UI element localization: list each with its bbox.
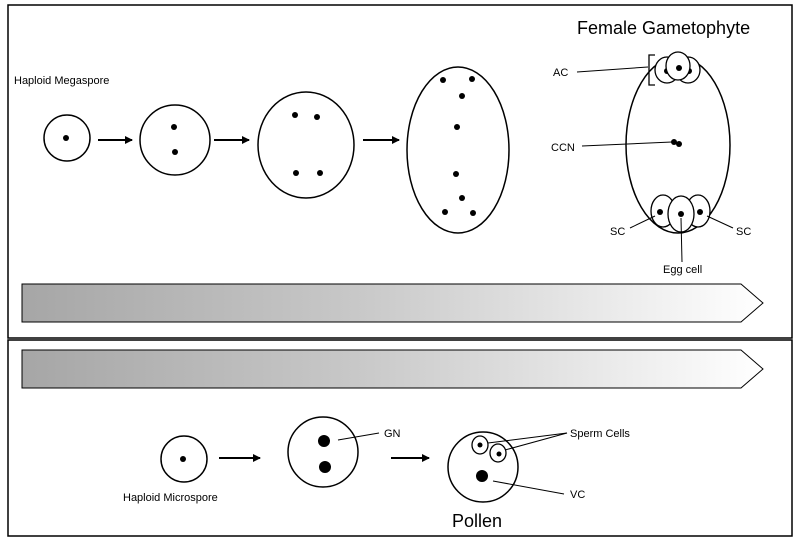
male-panel <box>7 339 793 537</box>
two-nucleate-cell <box>139 104 211 176</box>
vc-label: VC <box>570 489 585 501</box>
sperm-leader-1 <box>487 432 568 444</box>
mature-pollen <box>447 431 519 503</box>
nucleus-dot <box>453 171 459 177</box>
ccn-leader <box>581 141 673 147</box>
megaspore-label: Haploid Megaspore <box>14 75 109 87</box>
megaspore-cell <box>43 114 91 162</box>
bicellular-pollen <box>287 416 359 488</box>
sperm-cells-label: Sperm Cells <box>570 428 630 440</box>
sc-left-label: SC <box>610 226 625 238</box>
ccn-nucleus <box>676 141 682 147</box>
ac-label: AC <box>553 67 568 79</box>
sperm-leader-2 <box>504 432 568 451</box>
antipodal-cells <box>654 51 701 84</box>
vegetative-nucleus <box>319 461 331 473</box>
egg-apparatus <box>650 194 711 233</box>
egg-cell-label: Egg cell <box>663 264 702 276</box>
nucleus-dot <box>172 149 178 155</box>
nucleus-dot <box>171 124 177 130</box>
ac-leader <box>576 66 649 73</box>
egg-cell-leader <box>680 217 683 263</box>
nucleus-dot <box>63 135 69 141</box>
nucleus-dot <box>293 170 299 176</box>
gn-leader <box>337 432 380 441</box>
microspore-label: Haploid Microspore <box>123 492 218 504</box>
ccn-label: CCN <box>551 142 575 154</box>
eight-nucleate-cell <box>406 66 510 234</box>
nucleus-dot <box>459 93 465 99</box>
nucleus-dot <box>459 195 465 201</box>
nucleus-dot <box>454 124 460 130</box>
vc-leader <box>492 480 565 495</box>
sc-left-leader <box>629 215 656 229</box>
male-progression-bar <box>21 349 764 389</box>
female-progression-bar <box>21 283 764 323</box>
nucleus-dot <box>440 77 446 83</box>
sc-right-label: SC <box>736 226 751 238</box>
vegetative-nucleus <box>476 470 488 482</box>
female-title: Female Gametophyte <box>577 18 750 38</box>
pollen-title: Pollen <box>452 511 502 531</box>
female-panel <box>7 4 793 339</box>
microspore-cell <box>160 435 208 483</box>
nucleus-dot <box>470 210 476 216</box>
nucleus-dot <box>317 170 323 176</box>
nucleus-dot <box>314 114 320 120</box>
sc-right-leader <box>706 215 734 229</box>
ac-bracket <box>648 54 655 86</box>
nucleus-dot <box>292 112 298 118</box>
four-nucleate-cell <box>257 91 355 199</box>
gn-label: GN <box>384 428 401 440</box>
nucleus-dot <box>469 76 475 82</box>
ccn-nucleus <box>671 139 677 145</box>
mature-female-gametophyte <box>625 51 731 234</box>
nucleus-dot <box>442 209 448 215</box>
generative-nucleus <box>318 435 330 447</box>
